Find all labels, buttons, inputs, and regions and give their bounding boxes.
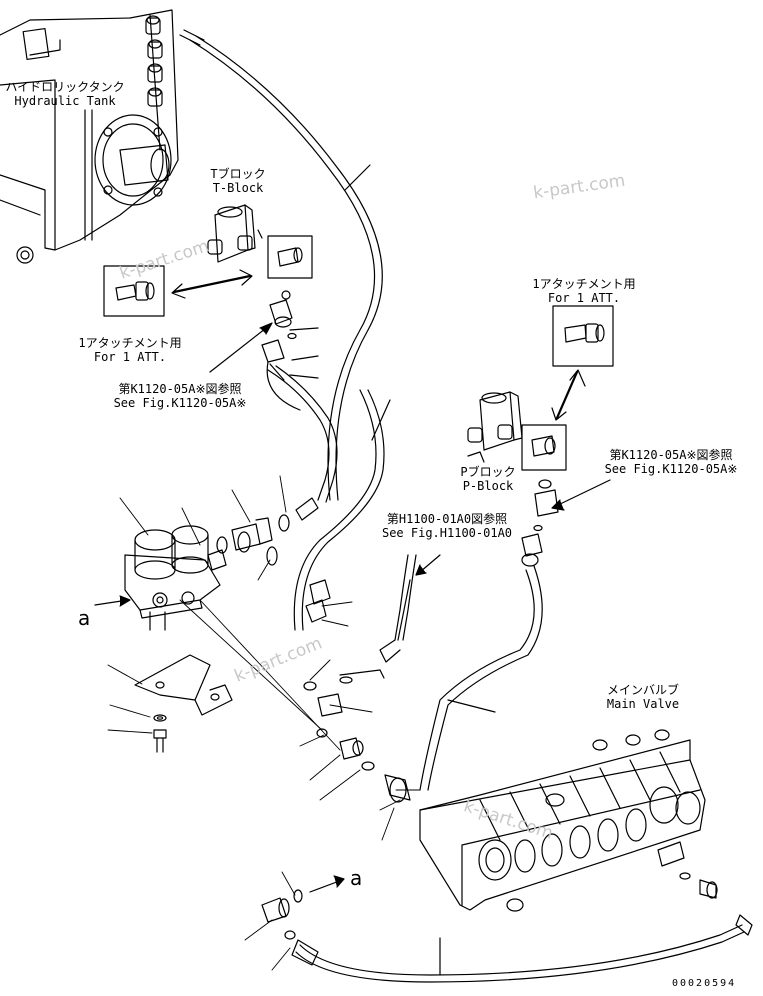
pblock-fittings: [521, 479, 559, 567]
bottom-right-fittings: [679, 872, 753, 936]
t-block: [207, 204, 263, 263]
t-block-label-en: T-Block: [212, 181, 264, 195]
tank-port-fittings: [145, 15, 163, 107]
callout-arrow-bottom: [309, 875, 345, 893]
hydraulic-tank-label-jp: ハイドロリックタンク: [5, 80, 125, 94]
reference-k1120-right-en: See Fig.K1120-05A※: [604, 462, 738, 476]
pblock-to-valve-hose: [419, 565, 543, 791]
solenoid-return-hose: [267, 365, 338, 521]
main-valve: [419, 729, 706, 912]
attachment-right-label-en: For 1 ATT.: [547, 291, 621, 305]
solenoid-valve: [124, 525, 227, 631]
double-arrow-left: [171, 269, 253, 299]
reference-h1100-en: See Fig.H1100-01A0: [381, 526, 513, 540]
hydraulic-tank-label-en: Hydraulic Tank: [14, 94, 116, 108]
reference-arrow-left: [209, 322, 273, 373]
main-valve-label-jp: メインバルブ: [606, 683, 679, 697]
valve-spools: [478, 729, 701, 912]
reference-h1100-jp: 第H1100-01A0図参照: [386, 512, 508, 526]
p-block-label-en: P-Block: [462, 479, 514, 493]
reference-arrow-h1100: [415, 554, 441, 576]
part-number: 00020594: [672, 978, 737, 989]
attachment-right-label-jp: 1アタッチメント用: [532, 277, 636, 291]
attachment-left-label-jp: 1アタッチメント用: [78, 336, 182, 350]
valve-adapter-fittings: [216, 514, 290, 566]
middle-fittings: [303, 669, 411, 803]
boxed-fitting-right: [552, 305, 614, 367]
leader-lines: [107, 475, 421, 971]
t-block-label-jp: Tブロック: [210, 167, 266, 181]
reference-arrow-right: [551, 479, 611, 511]
boxed-fitting-top: [267, 235, 313, 279]
pilot-hose-h1100: [379, 554, 417, 663]
callout-a-left: a: [78, 606, 91, 630]
callout-arrow-left: [94, 595, 131, 607]
p-block-label-jp: Pブロック: [460, 465, 516, 479]
p-block: [467, 391, 523, 463]
attachment-left-label-en: For 1 ATT.: [93, 350, 167, 364]
mounting-bracket: [134, 654, 233, 716]
bottom-hose: [291, 924, 745, 983]
reference-k1120-right-jp: 第K1120-05A※図参照: [609, 448, 733, 462]
pilot-hose-middle: [293, 389, 391, 631]
main-valve-label-en: Main Valve: [606, 697, 680, 711]
bottom-left-fittings: [261, 889, 303, 940]
boxed-fitting-pblock: [521, 424, 567, 471]
callout-a-bottom: a: [350, 866, 363, 890]
reference-k1120-left-jp: 第K1120-05A※図参照: [118, 382, 242, 396]
double-arrow-right: [551, 369, 586, 421]
reference-k1120-left-en: See Fig.K1120-05A※: [113, 396, 247, 410]
return-hose: [179, 29, 383, 501]
tblock-elbow-fittings: [261, 290, 319, 411]
hydraulic-tank: [0, 9, 179, 264]
boxed-fitting-left: [103, 265, 165, 317]
washer-and-bolt: [153, 714, 167, 753]
